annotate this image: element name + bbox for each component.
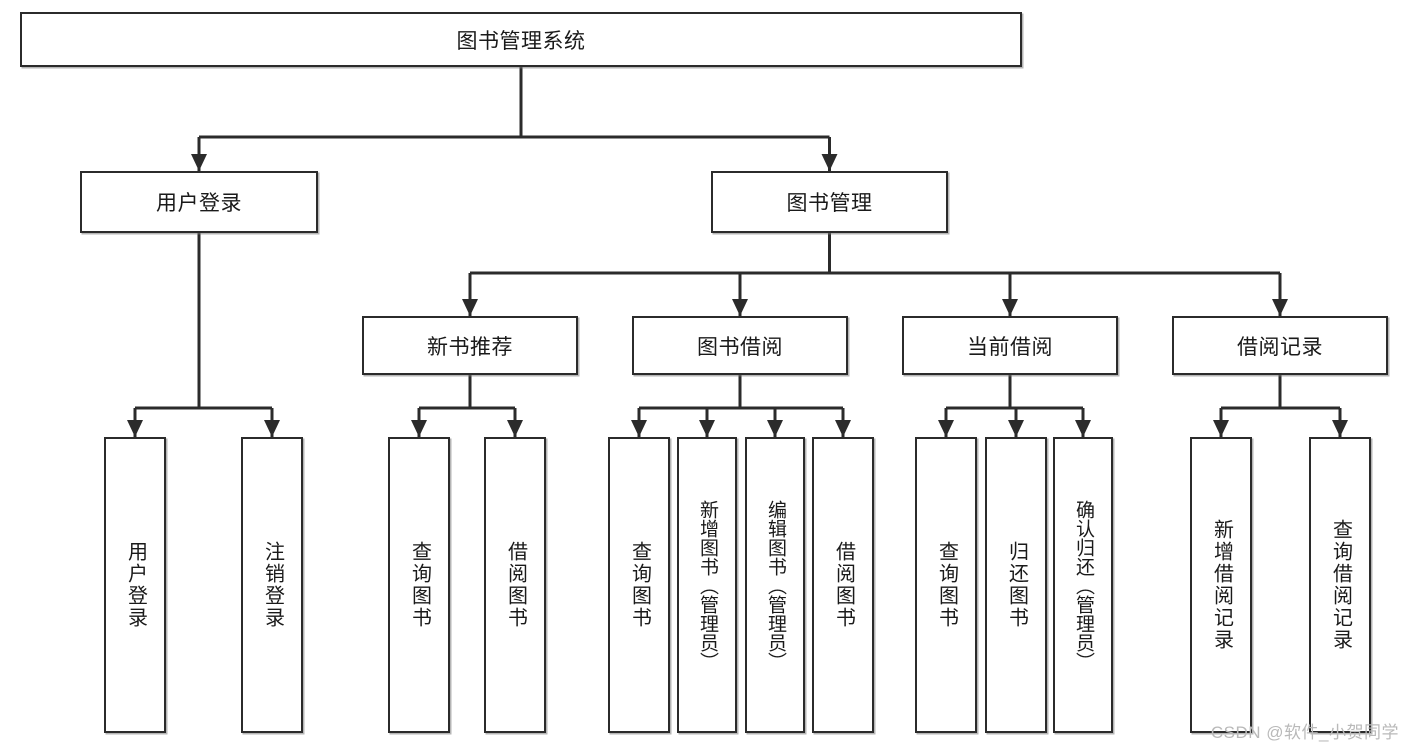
- node-leaf-return-book[interactable]: 归还图书: [985, 437, 1047, 733]
- edge-arrowhead: [191, 154, 207, 171]
- node-leaf-logout[interactable]: 注销登录: [241, 437, 303, 733]
- edge-arrowhead: [1332, 420, 1348, 437]
- edge-arrowhead: [264, 420, 280, 437]
- node-leaf-add-book[interactable]: 新增图书（管理员）: [677, 437, 737, 733]
- edge-arrowhead: [1075, 420, 1091, 437]
- node-leaf-add-record[interactable]: 新增借阅记录: [1190, 437, 1252, 733]
- node-leaf-query-book-3[interactable]: 查询图书: [915, 437, 977, 733]
- node-root[interactable]: 图书管理系统: [20, 12, 1022, 67]
- node-label: 图书管理: [786, 192, 873, 215]
- node-label: 查询图书: [628, 541, 651, 629]
- edge-arrowhead: [821, 154, 838, 171]
- node-new-book-rec[interactable]: 新书推荐: [362, 316, 578, 375]
- node-label: 编辑图书（管理员）: [764, 499, 786, 671]
- node-leaf-query-record[interactable]: 查询借阅记录: [1309, 437, 1371, 733]
- node-leaf-edit-book[interactable]: 编辑图书（管理员）: [745, 437, 805, 733]
- node-label: 新书推荐: [427, 335, 513, 359]
- edge-arrowhead: [835, 420, 851, 437]
- node-label: 新增借阅记录: [1210, 519, 1233, 651]
- edge-arrowhead: [732, 299, 748, 316]
- node-leaf-confirm-return[interactable]: 确认归还（管理员）: [1053, 437, 1113, 733]
- node-leaf-user-login[interactable]: 用户登录: [104, 437, 166, 733]
- node-label: 借阅图书: [504, 541, 527, 629]
- node-book-manage[interactable]: 图书管理: [711, 171, 948, 233]
- edge-arrowhead: [1002, 299, 1018, 316]
- watermark: CSDN @软件_小贺同学: [1210, 723, 1399, 742]
- node-label: 确认归还（管理员）: [1072, 499, 1094, 671]
- node-label: 查询借阅记录: [1329, 519, 1352, 651]
- node-label: 当前借阅: [967, 335, 1053, 359]
- node-label: 图书管理系统: [456, 29, 586, 53]
- node-label: 用户登录: [124, 541, 147, 629]
- edge-arrowhead: [1008, 420, 1024, 437]
- node-leaf-query-book-2[interactable]: 查询图书: [608, 437, 670, 733]
- node-label: 新增图书（管理员）: [696, 499, 718, 671]
- edge-arrowhead: [699, 420, 715, 437]
- edge-arrowhead: [767, 420, 783, 437]
- node-label: 注销登录: [261, 541, 284, 629]
- node-leaf-borrow-book-1[interactable]: 借阅图书: [484, 437, 546, 733]
- edge-arrowhead: [507, 420, 523, 437]
- node-label: 借阅图书: [832, 541, 855, 629]
- node-label: 归还图书: [1005, 541, 1028, 629]
- edge-arrowhead: [1213, 420, 1229, 437]
- node-leaf-borrow-book-2[interactable]: 借阅图书: [812, 437, 874, 733]
- node-borrow-record[interactable]: 借阅记录: [1172, 316, 1388, 375]
- edge-arrowhead: [938, 420, 954, 437]
- node-label: 图书借阅: [697, 335, 783, 359]
- node-user-login[interactable]: 用户登录: [80, 171, 318, 233]
- edge-arrowhead: [631, 420, 647, 437]
- node-label: 用户登录: [156, 192, 242, 215]
- node-label: 借阅记录: [1237, 335, 1323, 359]
- node-label: 查询图书: [408, 541, 431, 629]
- edge-arrowhead: [1272, 299, 1288, 316]
- edge-arrowhead: [462, 299, 478, 316]
- edge-arrowhead: [127, 420, 143, 437]
- node-current-borrow[interactable]: 当前借阅: [902, 316, 1118, 375]
- node-label: 查询图书: [935, 541, 958, 629]
- node-leaf-query-book-1[interactable]: 查询图书: [388, 437, 450, 733]
- node-book-borrow[interactable]: 图书借阅: [632, 316, 848, 375]
- edge-arrowhead: [411, 420, 427, 437]
